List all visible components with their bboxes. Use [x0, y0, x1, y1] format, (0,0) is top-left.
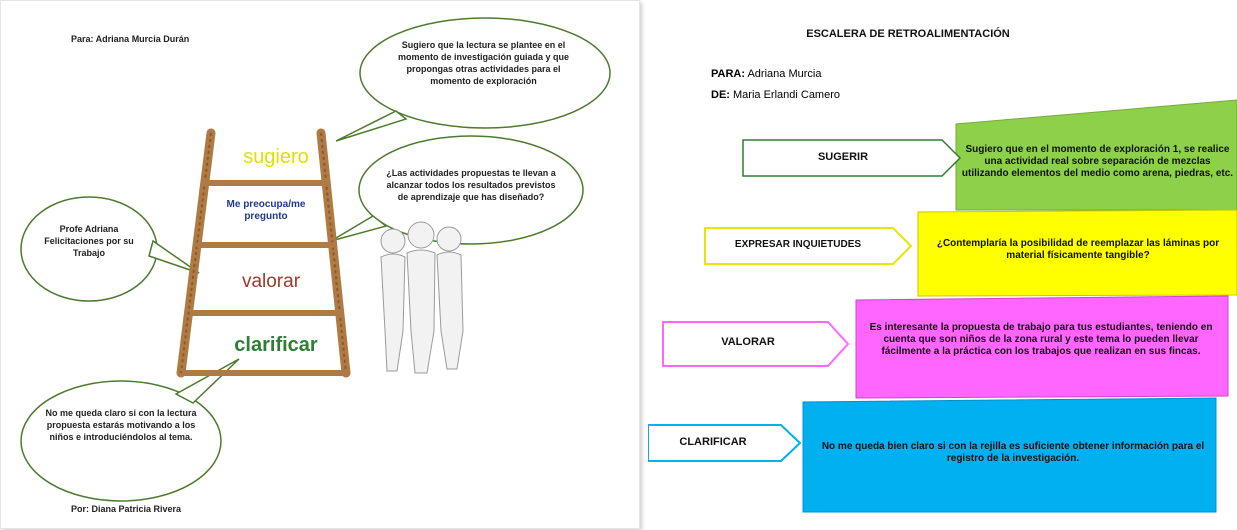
- step-preocupa: Me preocupa/me pregunto: [226, 199, 306, 222]
- arrow-sugerir: [742, 139, 962, 177]
- bubble-top-tail: [335, 110, 408, 142]
- step-sugiero: sugiero: [243, 146, 309, 168]
- step-clarificar: clarificar: [234, 334, 318, 356]
- label-sugerir: SUGERIR: [817, 151, 869, 163]
- feedback-table-slide: ESCALERA DE RETROALIMENTACIÓN PARA: Adri…: [648, 0, 1237, 529]
- para-label: PARA:: [711, 68, 746, 80]
- por-text: Por: Diana Patricia Rivera: [71, 504, 182, 514]
- feedback-arrows-graphic: [648, 99, 1237, 513]
- text-valorar: Es interesante la propuesta de trabajo p…: [869, 322, 1213, 357]
- label-valorar: VALORAR: [721, 336, 775, 348]
- bubble-mid-text: ¿Las actividades propuestas te llevan a …: [386, 168, 556, 202]
- para-line: PARA: Adriana Murcia: [711, 68, 821, 80]
- para-value: Adriana Murcia: [747, 68, 822, 80]
- step-valorar: valorar: [241, 271, 301, 292]
- ladder-graphic: [20, 17, 611, 502]
- bubble-mid-shape: [358, 135, 584, 245]
- title: ESCALERA DE RETROALIMENTACIÓN: [806, 28, 1010, 40]
- label-expresar: EXPRESAR INQUIETUDES: [734, 239, 862, 250]
- bubble-bottom-text: No me queda claro si con la lectura prop…: [45, 408, 197, 442]
- team-figures-image: [380, 221, 464, 374]
- de-label: DE:: [711, 89, 730, 101]
- arrow-clarificar: [648, 424, 802, 462]
- text-clarificar: No me queda bien claro si con la rejilla…: [821, 441, 1205, 464]
- feedback-ladder-slide: Para: Adriana Murcia Durán Sugiero que l…: [0, 0, 640, 529]
- box-valorar: [855, 295, 1229, 399]
- bubble-top-shape: [359, 17, 611, 129]
- box-sugerir: [955, 99, 1237, 211]
- de-line: DE: Maria Erlandi Camero: [711, 89, 840, 101]
- bubble-bottom-shape: [20, 380, 222, 502]
- arrow-valorar: [662, 321, 850, 367]
- de-value: Maria Erlandi Camero: [733, 89, 840, 101]
- para-text: Para: Adriana Murcia Durán: [71, 34, 190, 44]
- text-sugerir: Sugiero que en el momento de exploración…: [961, 144, 1234, 179]
- label-clarificar: CLARIFICAR: [679, 436, 747, 448]
- bubble-mid-tail: [330, 215, 388, 242]
- arrow-expresar: [704, 227, 913, 265]
- box-clarificar: [802, 397, 1217, 513]
- box-expresar: [917, 209, 1237, 297]
- bubble-top-text: Sugiero que la lectura se plantee en el …: [397, 40, 570, 86]
- bubble-left-tail: [148, 239, 200, 274]
- text-expresar: ¿Contemplaría la posibilidad de reemplaz…: [936, 238, 1220, 261]
- bubble-left-text: Profe Adriana Felicitaciones por su Trab…: [44, 224, 134, 258]
